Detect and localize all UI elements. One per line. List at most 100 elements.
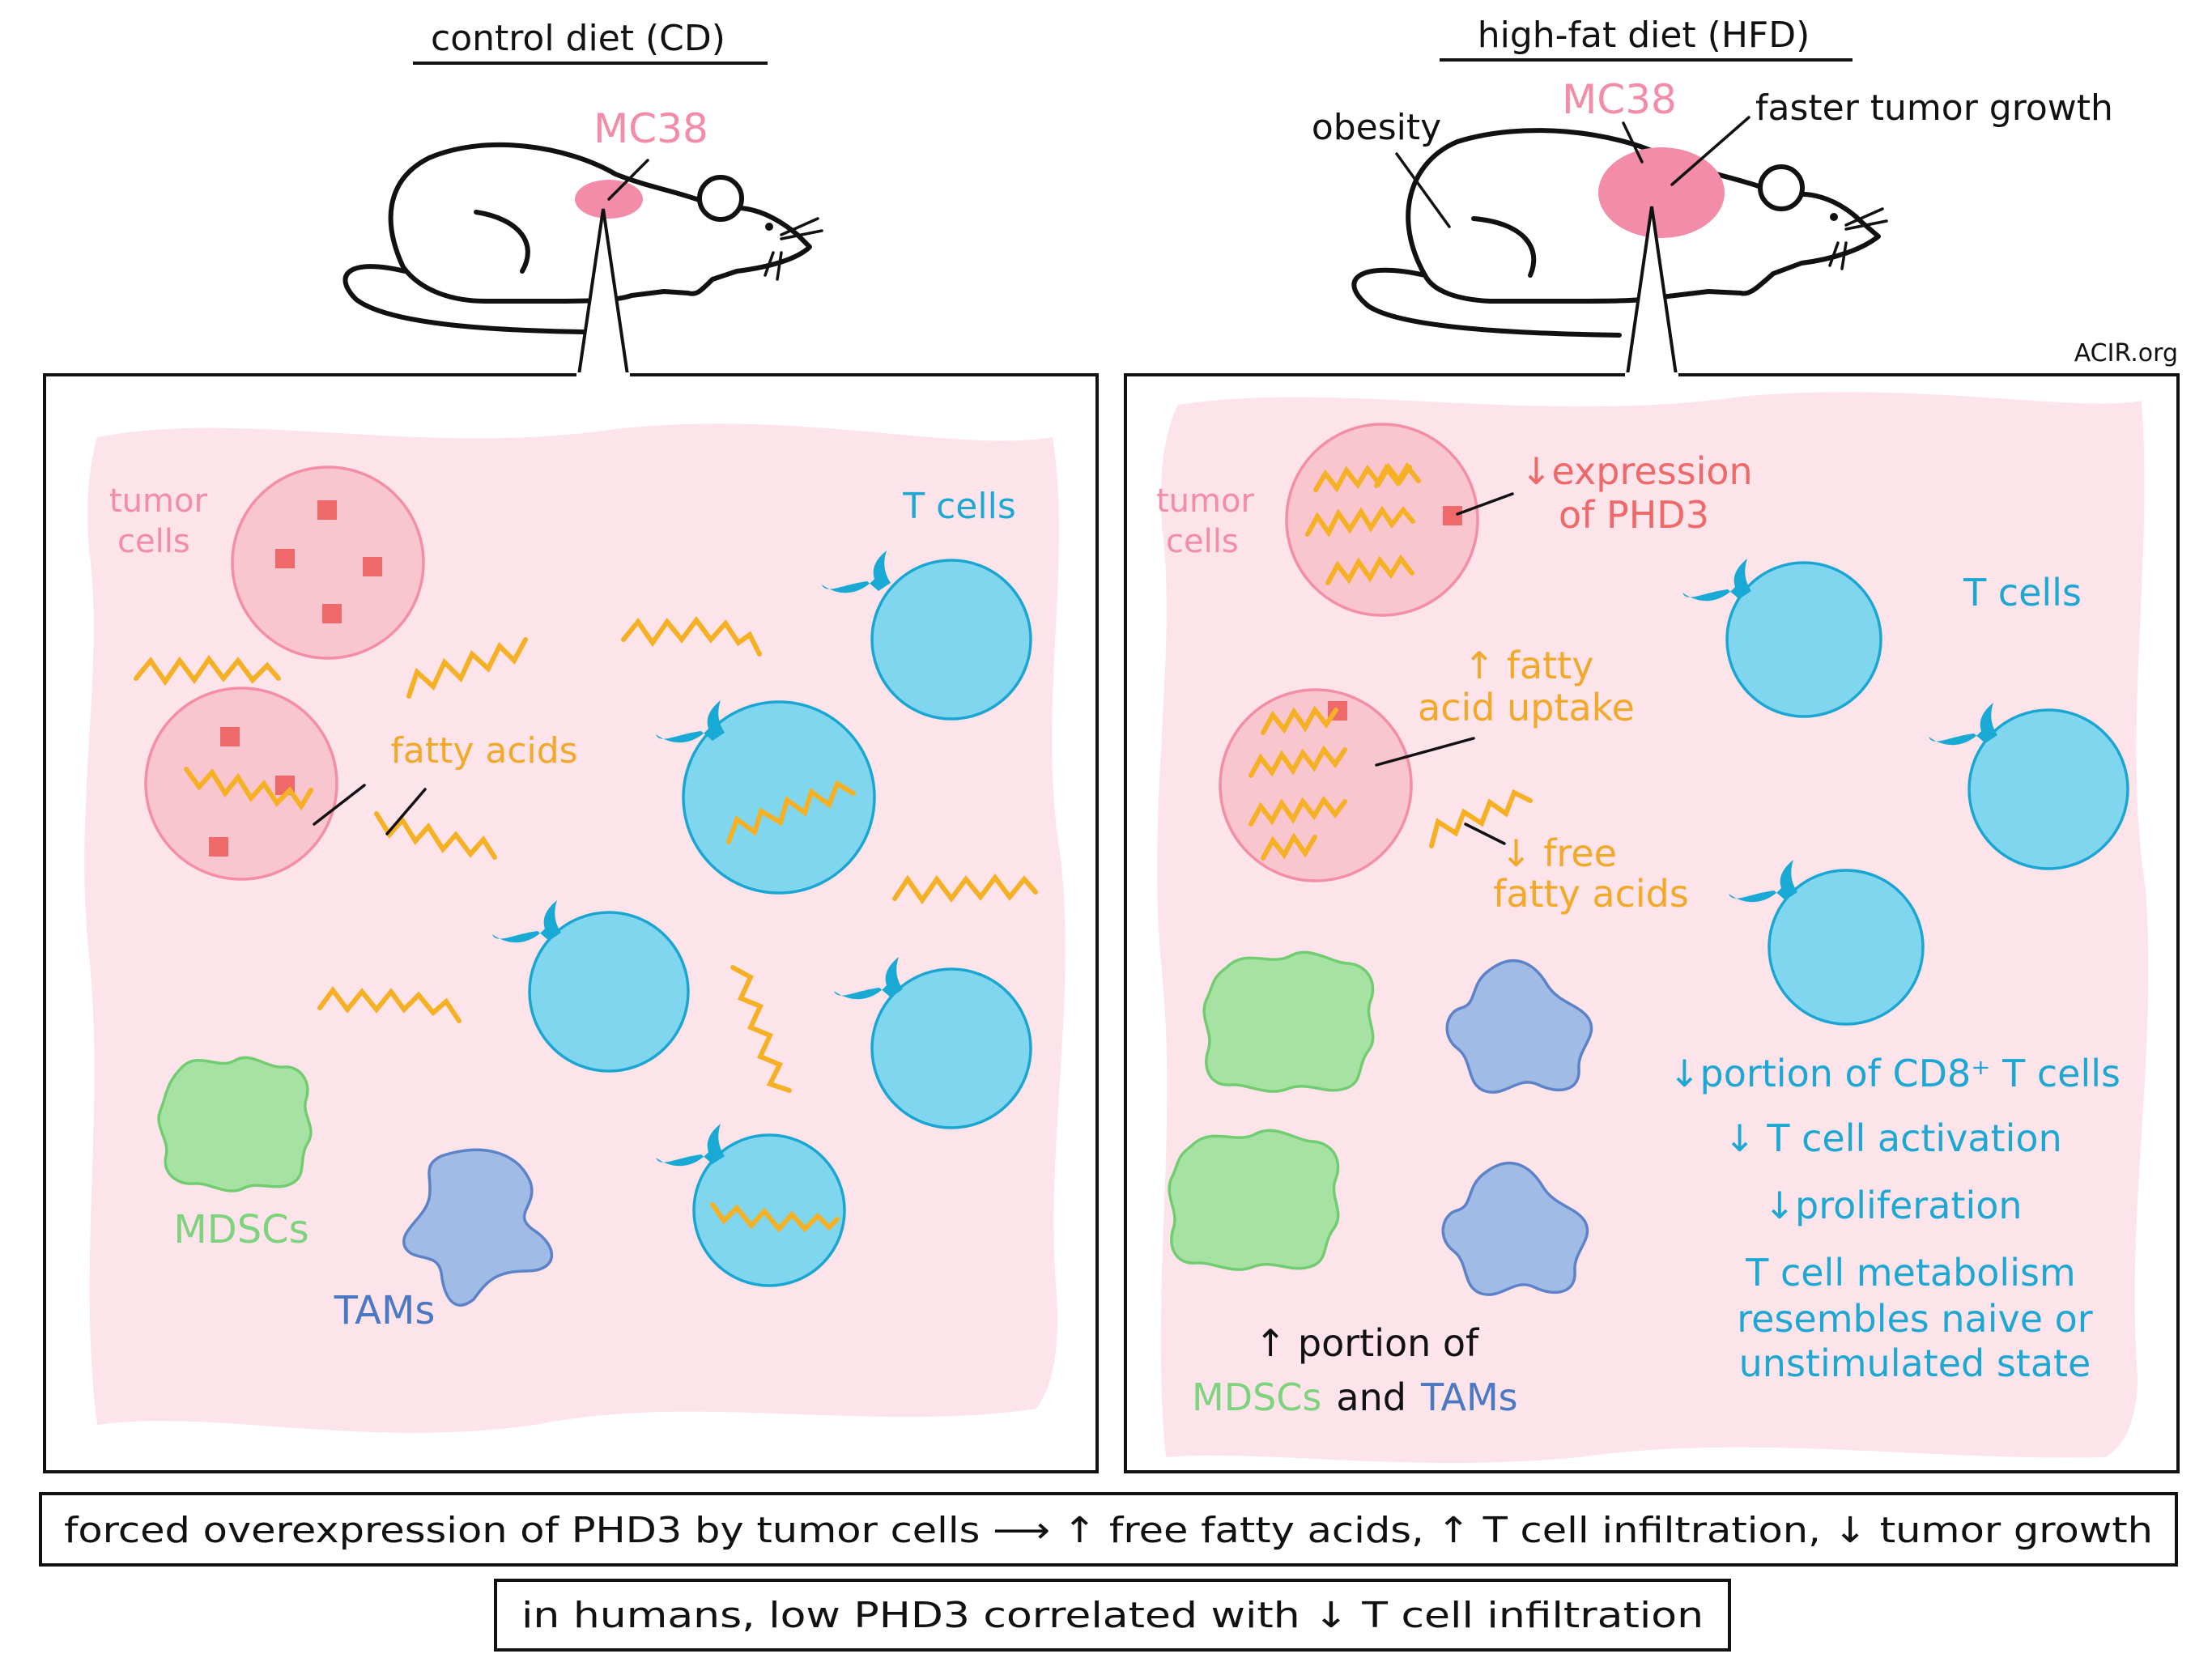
t-cell [1725,561,1882,718]
fatty-acid [1249,795,1347,827]
faster-growth-label: faster tumor growth [1755,87,2113,129]
t-cell [870,967,1032,1129]
expression-leader [1456,492,1514,516]
fatty-acids-leader-2 [385,788,427,835]
cd8-label: ↓portion of CD8⁺ T cells [1669,1052,2121,1095]
tam-cell [1445,959,1593,1094]
t-cell-receptor [492,900,561,943]
left-mouse-drawing: MC38 [342,105,823,334]
fatty-acid [621,616,762,657]
right-t-cells-label: T cells [1963,571,2082,614]
fatty-acid [1429,789,1533,848]
left-mdscs-label: MDSCs [173,1207,308,1252]
portion-and: and [1336,1375,1406,1419]
phd3-marker [220,727,240,746]
activation-label: ↓ T cell activation [1724,1116,2061,1160]
fatty-acid [1325,554,1414,585]
phd3-marker [363,557,382,576]
tam-cell [402,1148,554,1307]
portion-label-1: ↑ portion of [1255,1321,1480,1365]
right-mouse-leg [1471,216,1537,278]
left-mouse-eye [765,223,773,231]
t-cell-receptor [656,700,725,743]
right-tumor-cells-label-2: cells [1166,523,1239,560]
uptake-label-2: acid uptake [1418,686,1635,729]
t-cell-receptor [1729,860,1797,903]
left-t-cells-label: T cells [902,486,1016,527]
right-mouse-ear [1758,164,1805,211]
phd3-marker [275,549,295,568]
fatty-acid [134,654,281,687]
portion-mdscs: MDSCs [1192,1375,1321,1419]
t-cell-receptor [1682,559,1751,602]
right-mouse-drawing: MC38 faster tumor growth obesity [1312,76,2113,338]
fatty-acid [1261,832,1317,861]
metabolism-label-2: resembles naive or [1737,1297,2093,1341]
faster-growth-leader [1670,116,1750,186]
fatty-acids-label: fatty acids [390,730,577,772]
left-tams-label: TAMs [334,1288,436,1333]
left-title: control diet (CD) [431,18,725,59]
summary-line-2: in humans, low PHD3 correlated with ↓ T … [521,1595,1704,1636]
right-title: high-fat diet (HFD) [1478,15,1810,56]
fatty-acids-leader-1 [313,784,366,826]
right-tissue-background [1157,392,2149,1464]
left-tumor-cell-1 [231,466,425,660]
right-panel-content: tumor cells ↓expression of PHD3 ↑ fatty … [1156,423,2129,1419]
phd3-marker [209,837,228,857]
t-cell [1967,708,2129,870]
phd3-marker [1443,506,1462,525]
left-mc38-leader [607,159,649,201]
summary-box-1 [39,1492,2178,1567]
mdsc-cell [157,1056,313,1192]
mdsc-cell [1168,1129,1340,1271]
left-tumor-cells-label-2: cells [117,523,190,560]
fatty-acid [406,637,528,699]
fatty-acid [730,965,792,1093]
proliferation-label: ↓proliferation [1763,1184,2022,1227]
fatty-acid [1305,505,1415,538]
summary-line-1: forced overexpression of PHD3 by tumor c… [64,1510,2153,1551]
left-mouse-tail [342,264,585,334]
t-cell [1767,869,1925,1026]
credit-label: ACIR.org [2074,339,2178,368]
metabolism-label-1: T cell metabolism [1745,1251,2076,1295]
free-fa-label-1: ↓ free [1500,831,1617,875]
t-cell [692,1133,846,1287]
obesity-label: obesity [1312,107,1441,148]
fatty-acid [1374,461,1421,488]
expression-label-2: of PHD3 [1559,493,1709,537]
fatty-acid [892,874,1038,905]
metabolism-label-3: unstimulated state [1739,1341,2091,1385]
left-panel-content: tumor cells fatty acids T cells MDSCs [109,466,1038,1333]
free-fa-label-2: fatty acids [1493,872,1689,916]
t-cell-receptor [656,1124,725,1167]
t-cell [870,559,1032,721]
t-cell-receptor [822,551,891,593]
summary-box-2 [494,1579,1731,1652]
right-mc38-tumor [1598,147,1725,238]
t-cell-receptor [834,957,903,1000]
t-cell-receptor [1929,703,1997,746]
right-mouse-eye [1830,213,1838,221]
phd3-marker [317,500,337,520]
mdsc-cell [1202,950,1375,1093]
t-cell [682,700,876,895]
free-fa-leader [1464,823,1506,845]
uptake-label-1: ↑ fatty [1464,644,1594,687]
left-tumor-cells-label-1: tumor [109,483,207,520]
right-mc38-label: MC38 [1562,76,1677,123]
right-tumor-cell-2 [1219,688,1413,882]
right-mc38-leader [1622,121,1644,164]
left-mc38-label: MC38 [593,105,708,152]
left-mouse-leg [474,210,530,274]
left-mouse-ear [697,175,744,222]
portion-tams: TAMs [1420,1375,1518,1419]
right-mouse-whiskers [1828,207,1888,270]
right-tumor-cells-label-1: tumor [1156,483,1254,520]
expression-label-1: ↓expression [1521,449,1753,493]
fatty-acid [317,985,462,1023]
t-cell [528,911,690,1073]
tam-cell [1441,1162,1589,1296]
